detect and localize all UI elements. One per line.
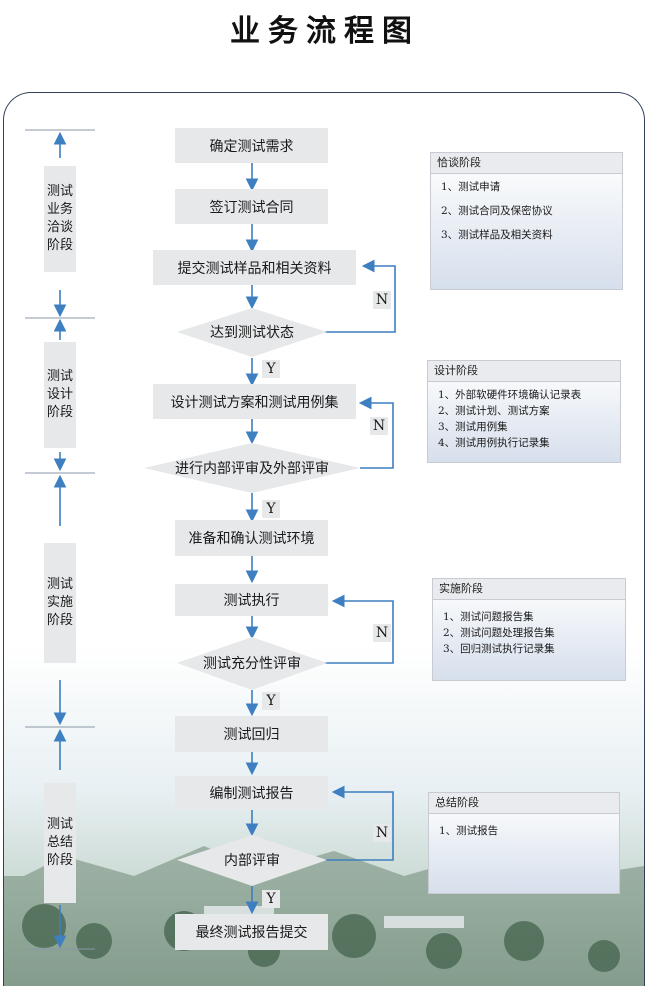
step-regression: 测试回归 [175,716,328,752]
stage-label-summary: 测试总结阶段 [44,783,76,903]
yes-label-2: Y [262,500,280,518]
stage-label-negotiation-text: 测试业务洽谈阶段 [46,184,73,253]
deliverables-panel-negotiation: 恰谈阶段 1、测试申请 2、测试合同及保密协议 3、测试样品及相关资料 [430,152,623,290]
yes-label-4: Y [262,890,280,908]
stage-label-design: 测试设计阶段 [44,342,76,448]
panel-item: 3、回归测试执行记录集 [443,643,555,655]
panel-item: 3、测试用例集 [438,421,508,433]
panel-item: 4、测试用例执行记录集 [438,437,550,449]
step-sign-contract: 签订测试合同 [175,189,328,224]
stage-label-implementation: 测试实施阶段 [44,543,76,663]
no-label-2: N [370,417,388,435]
step-design-plan: 设计测试方案和测试用例集 [153,384,356,419]
panel-title: 总结阶段 [429,793,619,814]
deliverables-panel-implementation: 实施阶段 1、测试问题报告集 2、测试问题处理报告集 3、回归测试执行记录集 [432,578,626,681]
panel-item: 3、测试样品及相关资料 [441,229,553,241]
step-final-report: 最终测试报告提交 [175,914,328,950]
panel-title: 实施阶段 [433,579,625,600]
stage-label-negotiation: 测试业务洽谈阶段 [44,166,76,272]
page-title: 业务流程图 [230,14,420,49]
stage-label-implementation-text: 测试实施阶段 [46,577,73,628]
panel-item: 2、测试问题处理报告集 [443,627,555,639]
decision-internal-review: 内部评审 [224,853,280,869]
panel-item: 1、测试问题报告集 [443,611,534,623]
deliverables-panel-summary: 总结阶段 1、测试报告 [428,792,620,894]
panel-title: 设计阶段 [428,361,620,382]
step-execute-test: 测试执行 [175,584,328,616]
step-confirm-requirements: 确定测试需求 [175,128,328,163]
panel-item: 2、测试合同及保密协议 [441,205,553,217]
panel-item: 1、外部软硬件环境确认记录表 [438,389,582,401]
step-write-report: 编制测试报告 [175,776,328,810]
yes-label-1: Y [262,360,280,378]
stage-label-design-text: 测试设计阶段 [46,369,73,420]
deliverables-panel-design: 设计阶段 1、外部软硬件环境确认记录表 2、测试计划、测试方案 3、测试用例集 … [427,360,621,463]
panel-item: 1、测试申请 [441,181,501,193]
decision-test-ready: 达到测试状态 [210,325,294,341]
step-prepare-environment: 准备和确认测试环境 [175,520,328,556]
no-label-4: N [373,824,391,842]
panel-title: 恰谈阶段 [431,153,622,174]
stage-label-summary-text: 测试总结阶段 [46,817,73,868]
no-label-3: N [373,624,391,642]
yes-label-3: Y [262,692,280,710]
panel-item: 2、测试计划、测试方案 [438,405,550,417]
step-submit-samples: 提交测试样品和相关资料 [153,250,356,285]
no-label-1: N [373,291,391,309]
decision-review: 进行内部评审及外部评审 [175,461,329,477]
panel-item: 1、测试报告 [439,825,499,837]
decision-sufficiency-review: 测试充分性评审 [203,656,301,672]
